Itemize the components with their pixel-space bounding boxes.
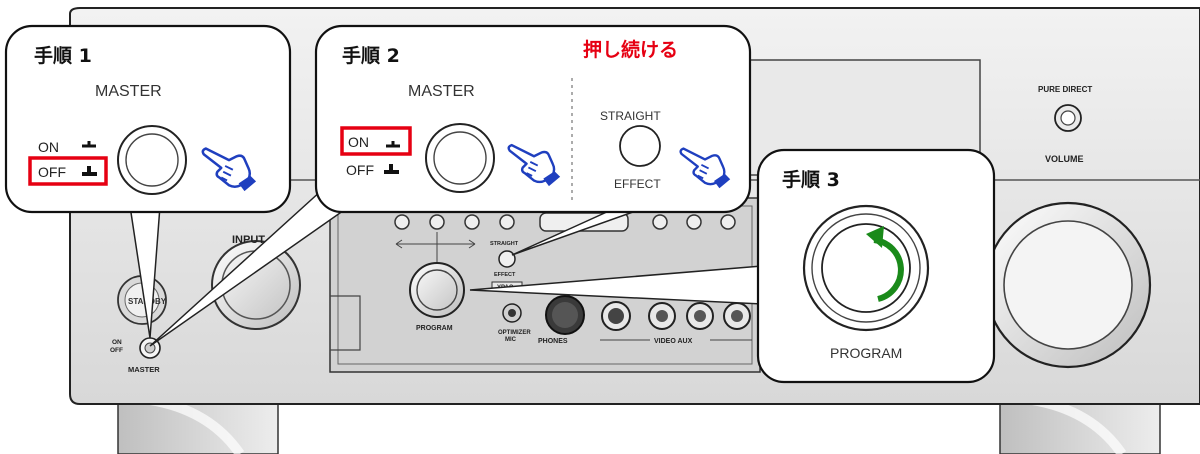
step2-callout: 手順 2 押し続ける MASTER ON OFF STRAIGHT EFFECT xyxy=(314,24,752,214)
effect-small-label: EFFECT xyxy=(494,272,516,278)
phones-label: PHONES xyxy=(538,338,568,345)
selector-button[interactable] xyxy=(686,214,702,230)
step2-master-label: MASTER xyxy=(408,83,475,100)
switch-on-icon xyxy=(386,141,400,148)
volume-label: VOLUME xyxy=(1045,154,1084,164)
step2-off-label: OFF xyxy=(346,162,374,178)
master-off-small-label: OFF xyxy=(110,347,123,354)
input-label: INPUT xyxy=(232,234,265,246)
step1-off-label: OFF xyxy=(38,164,66,180)
step1-on-label: ON xyxy=(38,139,59,155)
step2-effect-label: EFFECT xyxy=(614,177,661,191)
program-knob[interactable] xyxy=(409,262,465,318)
pure-direct-label: PURE DIRECT xyxy=(1038,85,1092,94)
switch-off-icon xyxy=(82,166,97,176)
step2-title: 手順 2 xyxy=(342,44,400,67)
selector-button[interactable] xyxy=(720,214,736,230)
master-on-small-label: ON xyxy=(112,339,122,346)
optimizer-label: OPTIMIZER xyxy=(498,330,531,336)
selector-button[interactable] xyxy=(464,214,480,230)
straight-small-label: STRAIGHT xyxy=(490,241,519,247)
step1-title: 手順 1 xyxy=(34,44,92,67)
mic-label: MIC xyxy=(505,337,517,343)
receiver-foot-left xyxy=(117,395,279,454)
pure-direct-button[interactable] xyxy=(1054,104,1082,132)
step2-straight-label: STRAIGHT xyxy=(600,109,661,123)
step2-on-highlight xyxy=(340,126,412,156)
selector-button[interactable] xyxy=(429,214,445,230)
switch-off-icon xyxy=(384,164,399,174)
step1-callout: 手順 1 MASTER ON OFF xyxy=(4,24,292,214)
step2-on-label: ON xyxy=(348,134,369,150)
selector-button[interactable] xyxy=(394,214,410,230)
selector-button[interactable] xyxy=(499,214,515,230)
receiver-foot-right xyxy=(999,395,1161,454)
master-small-label: MASTER xyxy=(128,365,160,374)
switch-on-icon xyxy=(82,141,96,148)
straight-effect-button[interactable] xyxy=(498,250,516,268)
video-aux-jacks xyxy=(600,301,752,341)
step2-hold-note: 押し続ける xyxy=(583,38,678,61)
step3-title: 手順 3 xyxy=(782,168,840,191)
step1-off-highlight xyxy=(28,156,108,186)
step2-straight-button xyxy=(619,125,661,167)
rotate-arrow-icon xyxy=(866,226,904,302)
step3-callout: 手順 3 PROGRAM xyxy=(756,148,996,384)
selector-button[interactable] xyxy=(652,214,668,230)
program-small-label: PROGRAM xyxy=(416,325,453,332)
video-aux-label: VIDEO AUX xyxy=(654,338,693,345)
volume-knob[interactable] xyxy=(984,201,1152,369)
step1-master-label: MASTER xyxy=(95,83,162,100)
step3-program-label: PROGRAM xyxy=(830,345,902,361)
